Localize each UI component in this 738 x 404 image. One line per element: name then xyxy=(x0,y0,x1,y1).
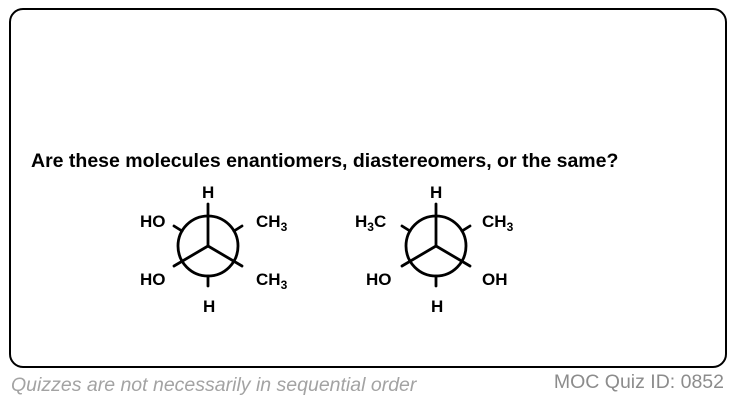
label-m2-back-top-right: CH3 xyxy=(482,212,514,234)
newman-projection-1 xyxy=(172,202,244,288)
molecules-svg: H HO CH3 HO CH3 H H H3C CH3 HO OH H xyxy=(140,183,514,316)
bond-back-top-left-2 xyxy=(400,224,412,233)
newman-projection-2 xyxy=(400,202,472,288)
label-m1-back-top-left: HO xyxy=(140,212,166,231)
question-text: Are these molecules enantiomers, diaster… xyxy=(31,150,619,172)
label-m1-back-top-right: CH3 xyxy=(256,212,288,234)
label-m1-front-bottom-right: CH3 xyxy=(256,270,288,292)
bond-front-bottom-right-1 xyxy=(206,244,244,268)
bond-front-bottom-right-2 xyxy=(434,244,472,268)
bond-back-top-right-1 xyxy=(232,224,244,233)
label-m1-back-bottom: H xyxy=(203,297,215,316)
bond-back-top-left-1 xyxy=(172,224,184,233)
label-m2-back-bottom: H xyxy=(431,297,443,316)
label-m2-front-bottom-left: HO xyxy=(366,270,392,289)
bond-front-bottom-left-1 xyxy=(172,244,210,268)
label-m2-front-bottom-right: OH xyxy=(482,270,508,289)
quiz-id: MOC Quiz ID: 0852 xyxy=(553,371,724,393)
label-m2-front-top: H xyxy=(430,183,442,202)
label-m1-front-top: H xyxy=(202,183,214,202)
bond-front-bottom-left-2 xyxy=(400,244,438,268)
footer-note: Quizzes are not necessarily in sequentia… xyxy=(11,374,417,396)
bond-back-top-right-2 xyxy=(460,224,472,233)
quiz-card xyxy=(9,8,727,368)
newman-projections: H HO CH3 HO CH3 H H H3C CH3 HO OH H xyxy=(120,176,580,326)
label-m1-front-bottom-left: HO xyxy=(140,270,166,289)
label-m2-back-top-left: H3C xyxy=(355,212,386,234)
